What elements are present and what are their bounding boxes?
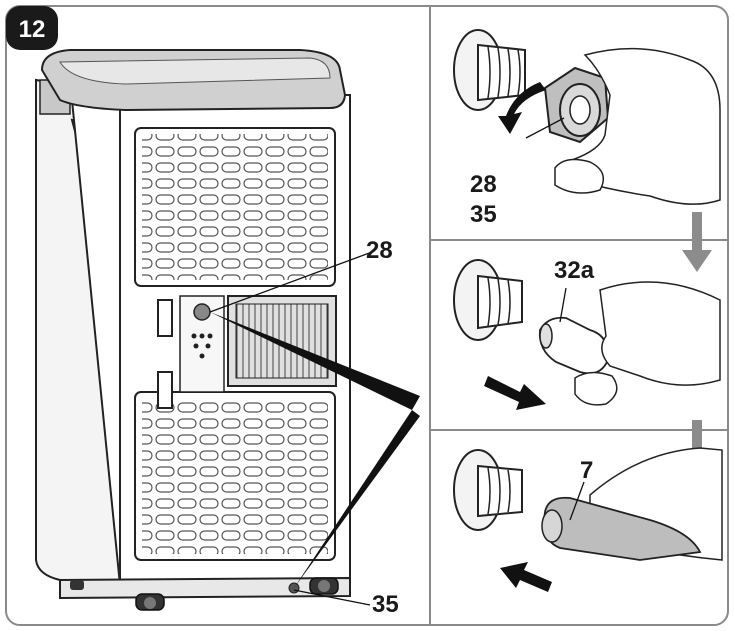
step-number-badge: 12	[6, 6, 58, 50]
caster-wheel-right	[309, 577, 339, 595]
zoom-wedge-upper	[210, 312, 420, 410]
callout-step2-32a: 32a	[554, 257, 595, 284]
caster-wheel-left	[135, 593, 165, 611]
callout-step1-28: 28	[470, 171, 497, 198]
hand-step2	[599, 281, 721, 386]
push-arrow-icon	[500, 562, 552, 592]
leader-line-35	[293, 589, 371, 606]
drain-plug-cap	[193, 303, 211, 321]
step1-unscrew-cap	[453, 29, 721, 205]
lower-air-grille	[142, 398, 328, 554]
cord-hook-upper	[157, 299, 173, 337]
step3-attach-tube	[453, 447, 723, 592]
zoom-wedge-lower	[294, 410, 420, 588]
step2-remove-stopper	[453, 259, 721, 410]
cord-hook-lower	[157, 371, 173, 409]
rotate-arrow-icon	[498, 82, 546, 134]
callout-step1-35: 35	[470, 201, 497, 228]
callout-28: 28	[366, 237, 393, 264]
callout-step3-7: 7	[580, 457, 593, 484]
upper-air-grille	[142, 134, 328, 280]
pull-arrow-icon	[484, 376, 546, 410]
down-arrow-icon-1	[682, 212, 712, 272]
air-conditioner-unit	[35, 49, 351, 611]
callout-35: 35	[372, 591, 399, 618]
step-number: 12	[19, 16, 46, 43]
hand-step1	[566, 47, 721, 205]
leader-line-28	[209, 251, 373, 313]
